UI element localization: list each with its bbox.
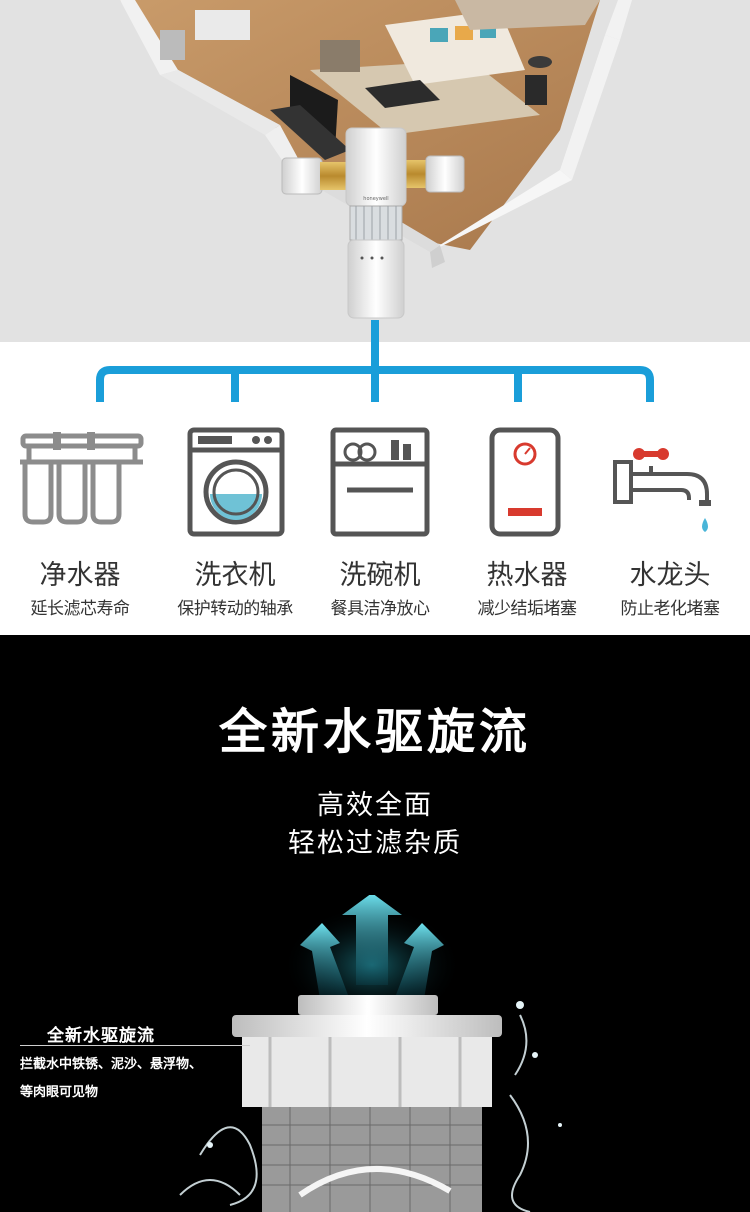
- dishwasher-icon: [330, 427, 430, 537]
- washing-machine-icon: [187, 427, 285, 537]
- water-heater-icon: [489, 427, 561, 537]
- appliance-desc: 延长滤芯寿命: [30, 599, 131, 619]
- appliance-item-heater: 热水器 减少结垢堵塞: [452, 410, 602, 635]
- water-distribution-pipes: [96, 320, 654, 402]
- appliance-name: 净水器: [39, 560, 121, 591]
- appliance-list: 净水器 延长滤芯寿命 洗衣机 保护转动的轴承: [0, 410, 750, 635]
- flow-arrow-up: [342, 895, 402, 985]
- appliance-desc: 保护转动的轴承: [177, 599, 293, 619]
- callout-description-line1: 拦截水中铁锈、泥沙、悬浮物、: [20, 1057, 203, 1072]
- filter-cartridge-image: [179, 895, 562, 1212]
- faucet-icon: [613, 448, 711, 532]
- callout-description-line2: 等肉眼可见物: [20, 1085, 99, 1100]
- flow-arrow-right: [396, 923, 444, 999]
- appliance-desc: 餐具洁净放心: [330, 599, 431, 619]
- appliance-name: 热水器: [486, 560, 568, 591]
- callout-divider: [20, 1045, 250, 1046]
- pre-filter-device-image: honeywell: [281, 127, 465, 319]
- appliance-item-washer: 洗衣机 保护转动的轴承: [160, 410, 310, 635]
- appliance-name: 洗碗机: [339, 560, 421, 591]
- appliance-item-purifier: 净水器 延长滤芯寿命: [5, 410, 155, 635]
- feature-subtitle-line2: 轻松过滤杂质: [288, 828, 462, 859]
- appliance-item-faucet: 水龙头 防止老化堵塞: [595, 410, 745, 635]
- callout-title: 全新水驱旋流: [47, 1026, 155, 1046]
- feature-headline: 全新水驱旋流: [218, 704, 531, 760]
- house-scene: honeywell: [0, 0, 750, 342]
- appliance-name: 水龙头: [629, 560, 711, 591]
- flow-arrow-left: [300, 923, 348, 999]
- appliance-name: 洗衣机: [194, 560, 276, 591]
- feature-section: 全新水驱旋流 高效全面 轻松过滤杂质: [0, 635, 750, 1212]
- brand-text: honeywell: [363, 196, 388, 202]
- appliance-item-dishwasher: 洗碗机 餐具洁净放心: [305, 410, 455, 635]
- feature-subtitle-line1: 高效全面: [317, 790, 433, 821]
- ro-purifier-icon: [20, 432, 144, 525]
- appliance-desc: 防止老化堵塞: [620, 599, 721, 619]
- appliance-desc: 减少结垢堵塞: [477, 599, 578, 619]
